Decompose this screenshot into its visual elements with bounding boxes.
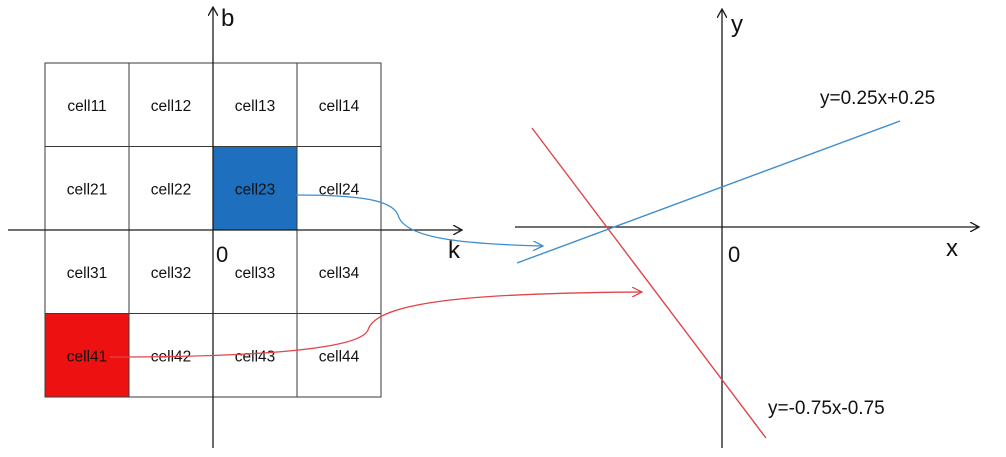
grid-cell-cell23 [212, 146, 298, 231]
blue-line-equation: y=0.25x+0.25 [820, 88, 935, 109]
b-axis-label: b [221, 5, 234, 32]
cell-label-cell41: cell41 [67, 348, 108, 365]
grid-cell-cell13 [212, 62, 298, 147]
red-line [531, 127, 767, 439]
cell-label-cell31: cell31 [67, 265, 108, 282]
grid-cell-cell24 [296, 146, 382, 231]
cell-label-cell44: cell44 [319, 348, 360, 365]
plotted-lines: y=0.25x+0.25 y=-0.75x-0.75 [516, 88, 935, 439]
cell-label-cell24: cell24 [319, 181, 360, 198]
connectors [109, 194, 642, 358]
x-axis-label: x [946, 235, 958, 262]
y-axis-label: y [731, 11, 743, 38]
cell-label-cell22: cell22 [151, 181, 192, 198]
cell-label-cell34: cell34 [319, 265, 360, 282]
grid-cell-cell11 [44, 62, 130, 147]
cell-label-cell23: cell23 [235, 181, 276, 198]
grid-cell-cell31 [44, 229, 130, 314]
right-axes: x y 0 [515, 10, 978, 448]
left-origin-label: 0 [216, 242, 228, 267]
grid-cell-cell41 [44, 313, 130, 398]
cell-grid: cell11 cell12 cell13 cell14 cell21 cell22 cell… [44, 62, 382, 398]
cell-label-cell12: cell12 [151, 98, 192, 115]
cell-label-cell32: cell32 [151, 265, 192, 282]
cell-label-cell14: cell14 [319, 98, 360, 115]
cell-label-cell13: cell13 [235, 98, 276, 115]
cell-label-cell33: cell33 [235, 265, 276, 282]
k-axis-label: k [448, 237, 461, 264]
cell-label-cell11: cell11 [67, 98, 106, 115]
right-origin-label: 0 [728, 242, 740, 267]
cell-label-cell21: cell21 [67, 181, 108, 198]
red-line-equation: y=-0.75x-0.75 [768, 398, 885, 419]
left-axes: k b 0 [8, 5, 461, 448]
blue-line [516, 120, 901, 264]
blue-connector-arrow [295, 194, 543, 246]
grid-cell-cell21 [44, 146, 130, 231]
red-connector-arrow [109, 292, 642, 358]
grid-cell-cell14 [296, 62, 382, 147]
cell-label-cell43: cell43 [235, 348, 276, 365]
grid-cell-cell32 [128, 229, 214, 314]
grid-cell-cell44 [296, 313, 382, 398]
